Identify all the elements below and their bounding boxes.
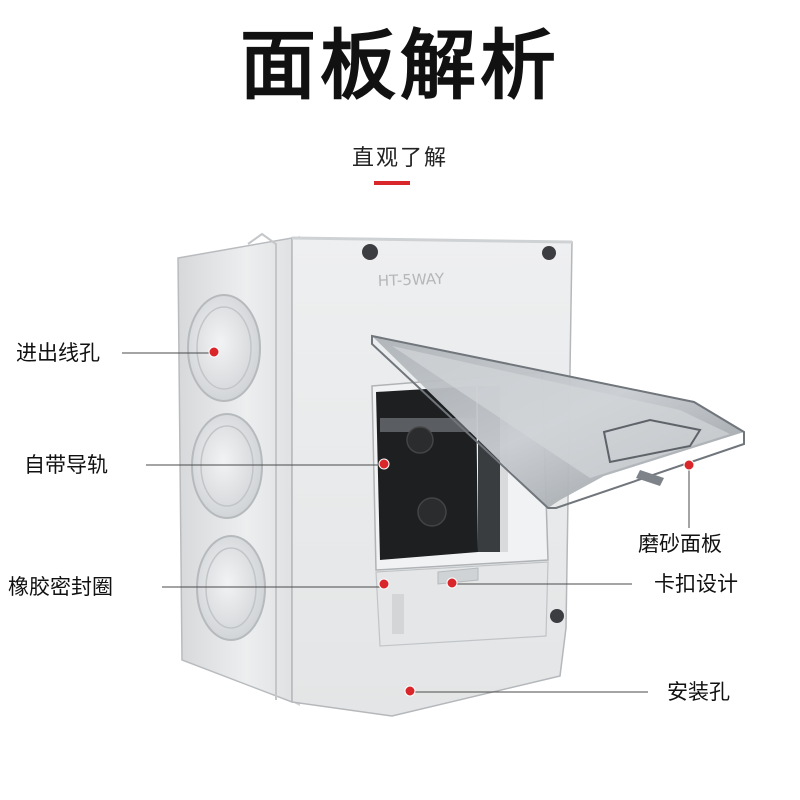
knockout-hole-bottom (196, 535, 266, 641)
screw-top-right-icon (542, 246, 556, 260)
screw-bottom-right-icon (550, 609, 564, 623)
callout-label-mount-hole: 安装孔 (667, 680, 730, 704)
page-subtitle: 直观了解 (351, 146, 448, 171)
din-rail (380, 418, 476, 432)
front-lower-strip (375, 561, 549, 647)
callout-label-cable-hole: 进出线孔 (16, 341, 100, 365)
knockout-hole-top (187, 294, 261, 402)
callout-label-din-rail: 自带导轨 (24, 453, 108, 477)
title-accent-bar (374, 181, 410, 185)
frosted-lid (371, 334, 745, 509)
callout-label-frosted-panel: 磨砂面板 (638, 532, 722, 556)
callout-dot-din-rail (378, 458, 390, 470)
callout-dot-rubber-seal (378, 578, 390, 590)
callout-label-snap-latch: 卡扣设计 (654, 572, 738, 596)
callout-dot-snap-latch (446, 577, 458, 589)
knockout-hole-middle (191, 413, 263, 519)
callout-lines (122, 352, 690, 693)
page-title: 面板解析 (240, 21, 560, 110)
model-text: HT-5WAY (378, 270, 446, 290)
screw-top-left-icon (362, 244, 378, 260)
callout-dot-mount-hole (404, 685, 416, 697)
callout-dot-frosted-panel (683, 459, 695, 471)
callout-dot-cable-hole (208, 346, 220, 358)
callout-label-rubber-seal: 橡胶密封圈 (8, 575, 113, 599)
